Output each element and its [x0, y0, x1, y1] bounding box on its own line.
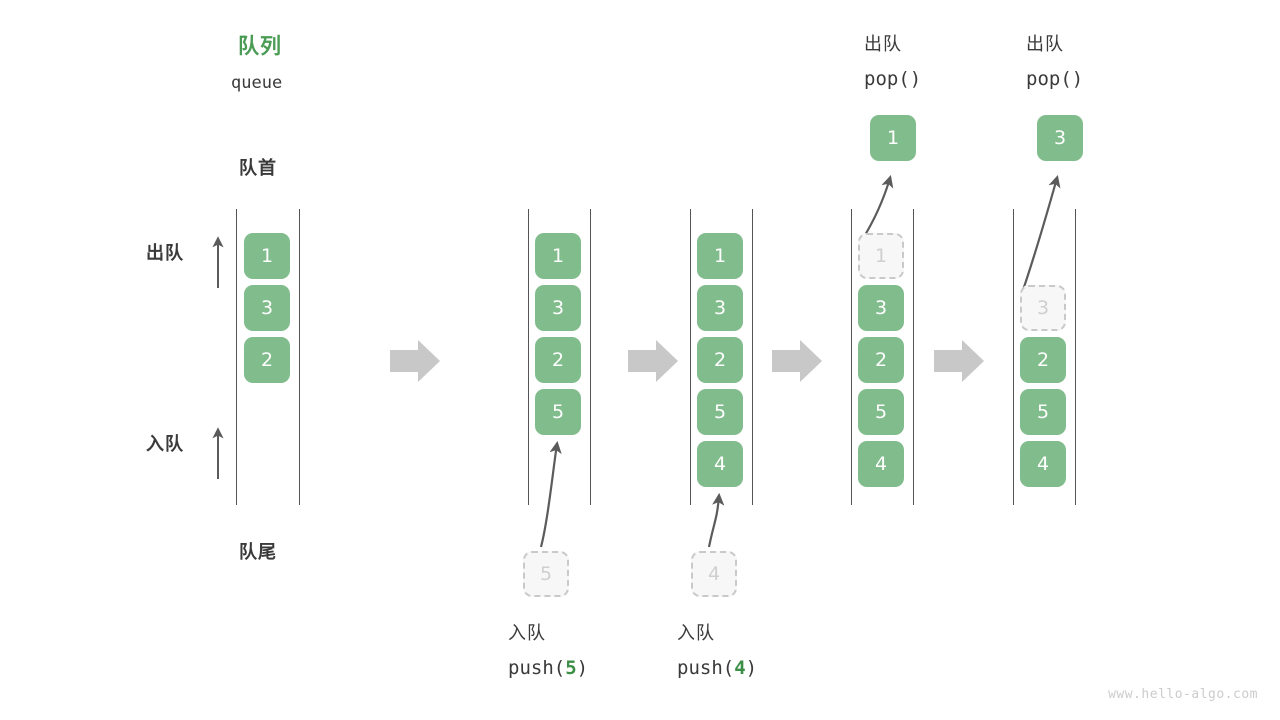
stage-push5-rail-left: [528, 209, 529, 505]
stage-initial-rail-left: [236, 209, 237, 505]
cell-push5-0: 1: [535, 233, 581, 279]
stage-initial-rail-right: [299, 209, 300, 505]
stage-push4-rail-left: [690, 209, 691, 505]
cell-push4-2: 2: [697, 337, 743, 383]
outgoing-cell-pop3: 3: [1037, 115, 1083, 161]
cell-initial-1: 3: [244, 285, 290, 331]
cell-push5-1: 3: [535, 285, 581, 331]
incoming-ghost-push5: 5: [523, 551, 569, 597]
caption-pop3-cn: 出队: [1026, 34, 1064, 55]
cell-pop1-4: 4: [858, 441, 904, 487]
cell-push5-3: 5: [535, 389, 581, 435]
caption-push4-code-arg: 4: [734, 657, 746, 679]
caption-push4-code: push(4): [677, 659, 757, 678]
watermark: www.hello-algo.com: [1108, 687, 1258, 702]
cell-pop1-2: 2: [858, 337, 904, 383]
cell-pop1-1: 3: [858, 285, 904, 331]
caption-push5-code: push(5): [508, 659, 588, 678]
flow-arrow-1: [390, 340, 440, 382]
pop-1-outgoing-arrow: [861, 175, 894, 241]
cell-pop3-3: 5: [1020, 389, 1066, 435]
rear-label: 队尾: [239, 542, 277, 563]
stage-pop1-rail-right: [913, 209, 914, 505]
page-subtitle: queue: [231, 73, 283, 93]
push-5-incoming-arrow: [539, 440, 562, 548]
outgoing-cell-pop1: 1: [870, 115, 916, 161]
enqueue-label: 入队: [146, 434, 184, 455]
caption-push4-code-suffix: ): [745, 657, 758, 679]
cell-push4-4: 4: [697, 441, 743, 487]
cell-pop1-3: 5: [858, 389, 904, 435]
cell-push4-3: 5: [697, 389, 743, 435]
caption-push4-cn: 入队: [677, 623, 715, 644]
caption-push5-code-prefix: push(: [508, 657, 566, 679]
cell-pop3-2: 2: [1020, 337, 1066, 383]
page-title: 队列: [238, 34, 282, 58]
push-4-incoming-arrow: [707, 492, 725, 548]
cell-push5-2: 2: [535, 337, 581, 383]
pop-3-outgoing-arrow: [1019, 175, 1061, 297]
caption-push4-code-prefix: push(: [677, 657, 735, 679]
flow-arrow-2: [628, 340, 678, 382]
caption-push5-cn: 入队: [508, 623, 546, 644]
cell-pop3-1: 3: [1020, 285, 1066, 331]
cell-initial-2: 2: [244, 337, 290, 383]
cell-push4-1: 3: [697, 285, 743, 331]
stage-pop3-rail-right: [1075, 209, 1076, 505]
flow-arrow-3: [772, 340, 822, 382]
caption-push5-code-suffix: ): [576, 657, 589, 679]
incoming-ghost-push4: 4: [691, 551, 737, 597]
dequeue-label: 出队: [146, 243, 184, 264]
stage-push4-rail-right: [752, 209, 753, 505]
caption-pop3-code: pop(): [1026, 68, 1084, 90]
stage-push5-rail-right: [590, 209, 591, 505]
caption-push5-code-arg: 5: [565, 657, 577, 679]
flow-arrow-4: [934, 340, 984, 382]
caption-pop1-code: pop(): [864, 68, 922, 90]
cell-pop1-0: 1: [858, 233, 904, 279]
stage-pop3-rail-left: [1013, 209, 1014, 505]
cell-pop3-4: 4: [1020, 441, 1066, 487]
cell-push4-0: 1: [697, 233, 743, 279]
caption-pop1-cn: 出队: [864, 34, 902, 55]
stage-pop1-rail-left: [851, 209, 852, 505]
front-label: 队首: [239, 158, 277, 179]
cell-initial-0: 1: [244, 233, 290, 279]
